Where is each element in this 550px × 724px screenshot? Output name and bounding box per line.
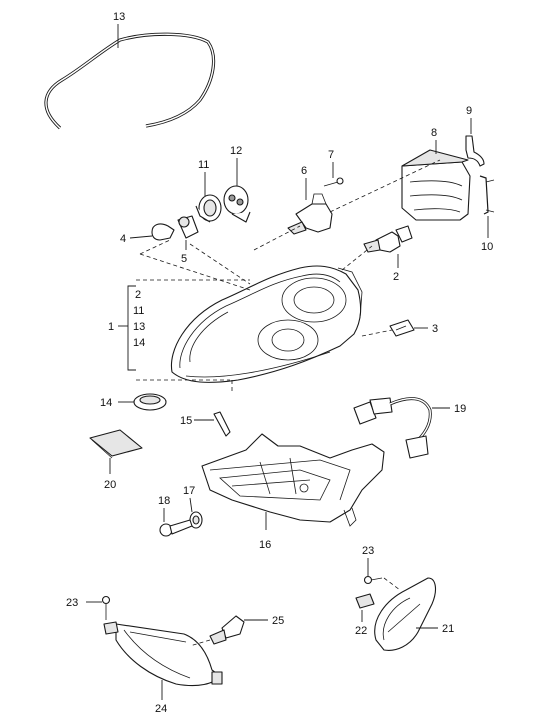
part-12-cap xyxy=(223,185,251,223)
part-23-screw-right xyxy=(363,575,383,585)
part-3-marker-bulb xyxy=(389,319,415,337)
callout-3: 3 xyxy=(432,323,438,335)
part-22-clip xyxy=(355,593,375,609)
part-6-actuator xyxy=(287,193,333,235)
part-15-spring-pin xyxy=(213,411,231,437)
callout-18: 18 xyxy=(158,495,170,507)
callout-2: 2 xyxy=(393,271,399,283)
callout-group-13: 13 xyxy=(133,321,145,333)
part-4-small-bulb xyxy=(151,223,175,241)
callout-13: 13 xyxy=(113,11,125,23)
callout-5: 5 xyxy=(181,253,187,265)
callout-19: 19 xyxy=(454,403,466,415)
callout-9: 9 xyxy=(466,105,472,117)
part-16-mounting-bracket xyxy=(201,433,385,527)
callout-group-2: 2 xyxy=(135,289,141,301)
part-8-cover xyxy=(401,149,471,221)
callout-25: 25 xyxy=(272,615,284,627)
callout-10: 10 xyxy=(481,241,493,253)
part-14-round-cap xyxy=(133,393,167,411)
callout-21: 21 xyxy=(442,623,454,635)
callout-20: 20 xyxy=(104,479,116,491)
part-7-screw xyxy=(323,177,344,187)
part-21-side-marker-lamp xyxy=(374,577,437,651)
callout-group-14: 14 xyxy=(133,337,145,349)
callout-23b: 23 xyxy=(362,545,374,557)
part-18-bolt xyxy=(159,519,193,537)
callout-group-11: 11 xyxy=(133,305,144,317)
leader-4 xyxy=(129,235,153,239)
part-13-seal-strip xyxy=(44,32,216,130)
part-24-fog-lamp xyxy=(103,621,223,687)
callout-17: 17 xyxy=(183,485,195,497)
callout-15: 15 xyxy=(180,415,192,427)
callout-22: 22 xyxy=(355,625,367,637)
part-2-main-bulb xyxy=(363,225,413,253)
part-5-bulb-holder xyxy=(177,215,199,239)
callout-1: 1 xyxy=(108,321,114,333)
callout-8: 8 xyxy=(431,127,437,139)
part-20-label-sheet xyxy=(89,429,143,459)
assembly-dash-lines xyxy=(136,159,441,392)
part-10-clip xyxy=(479,175,495,215)
part-11-socket-ring xyxy=(195,194,222,223)
leader-17 xyxy=(189,497,193,513)
part-25-fog-bulb xyxy=(189,615,245,647)
callout-14: 14 xyxy=(100,397,112,409)
part-9-vent-hose xyxy=(465,135,485,167)
callout-16: 16 xyxy=(259,539,271,551)
callout-23a: 23 xyxy=(66,597,78,609)
dash-21-assembly xyxy=(383,577,401,591)
callout-11: 11 xyxy=(198,159,209,171)
callout-24: 24 xyxy=(155,703,167,715)
group-bracket-1 xyxy=(118,285,136,371)
part-19-wiring-harness xyxy=(353,397,432,459)
callout-12: 12 xyxy=(230,145,242,157)
part-1-headlight-assembly xyxy=(170,265,363,383)
callout-7: 7 xyxy=(328,149,334,161)
part-23-screw-left xyxy=(101,595,111,620)
callout-6: 6 xyxy=(301,165,307,177)
callout-4: 4 xyxy=(120,233,126,245)
